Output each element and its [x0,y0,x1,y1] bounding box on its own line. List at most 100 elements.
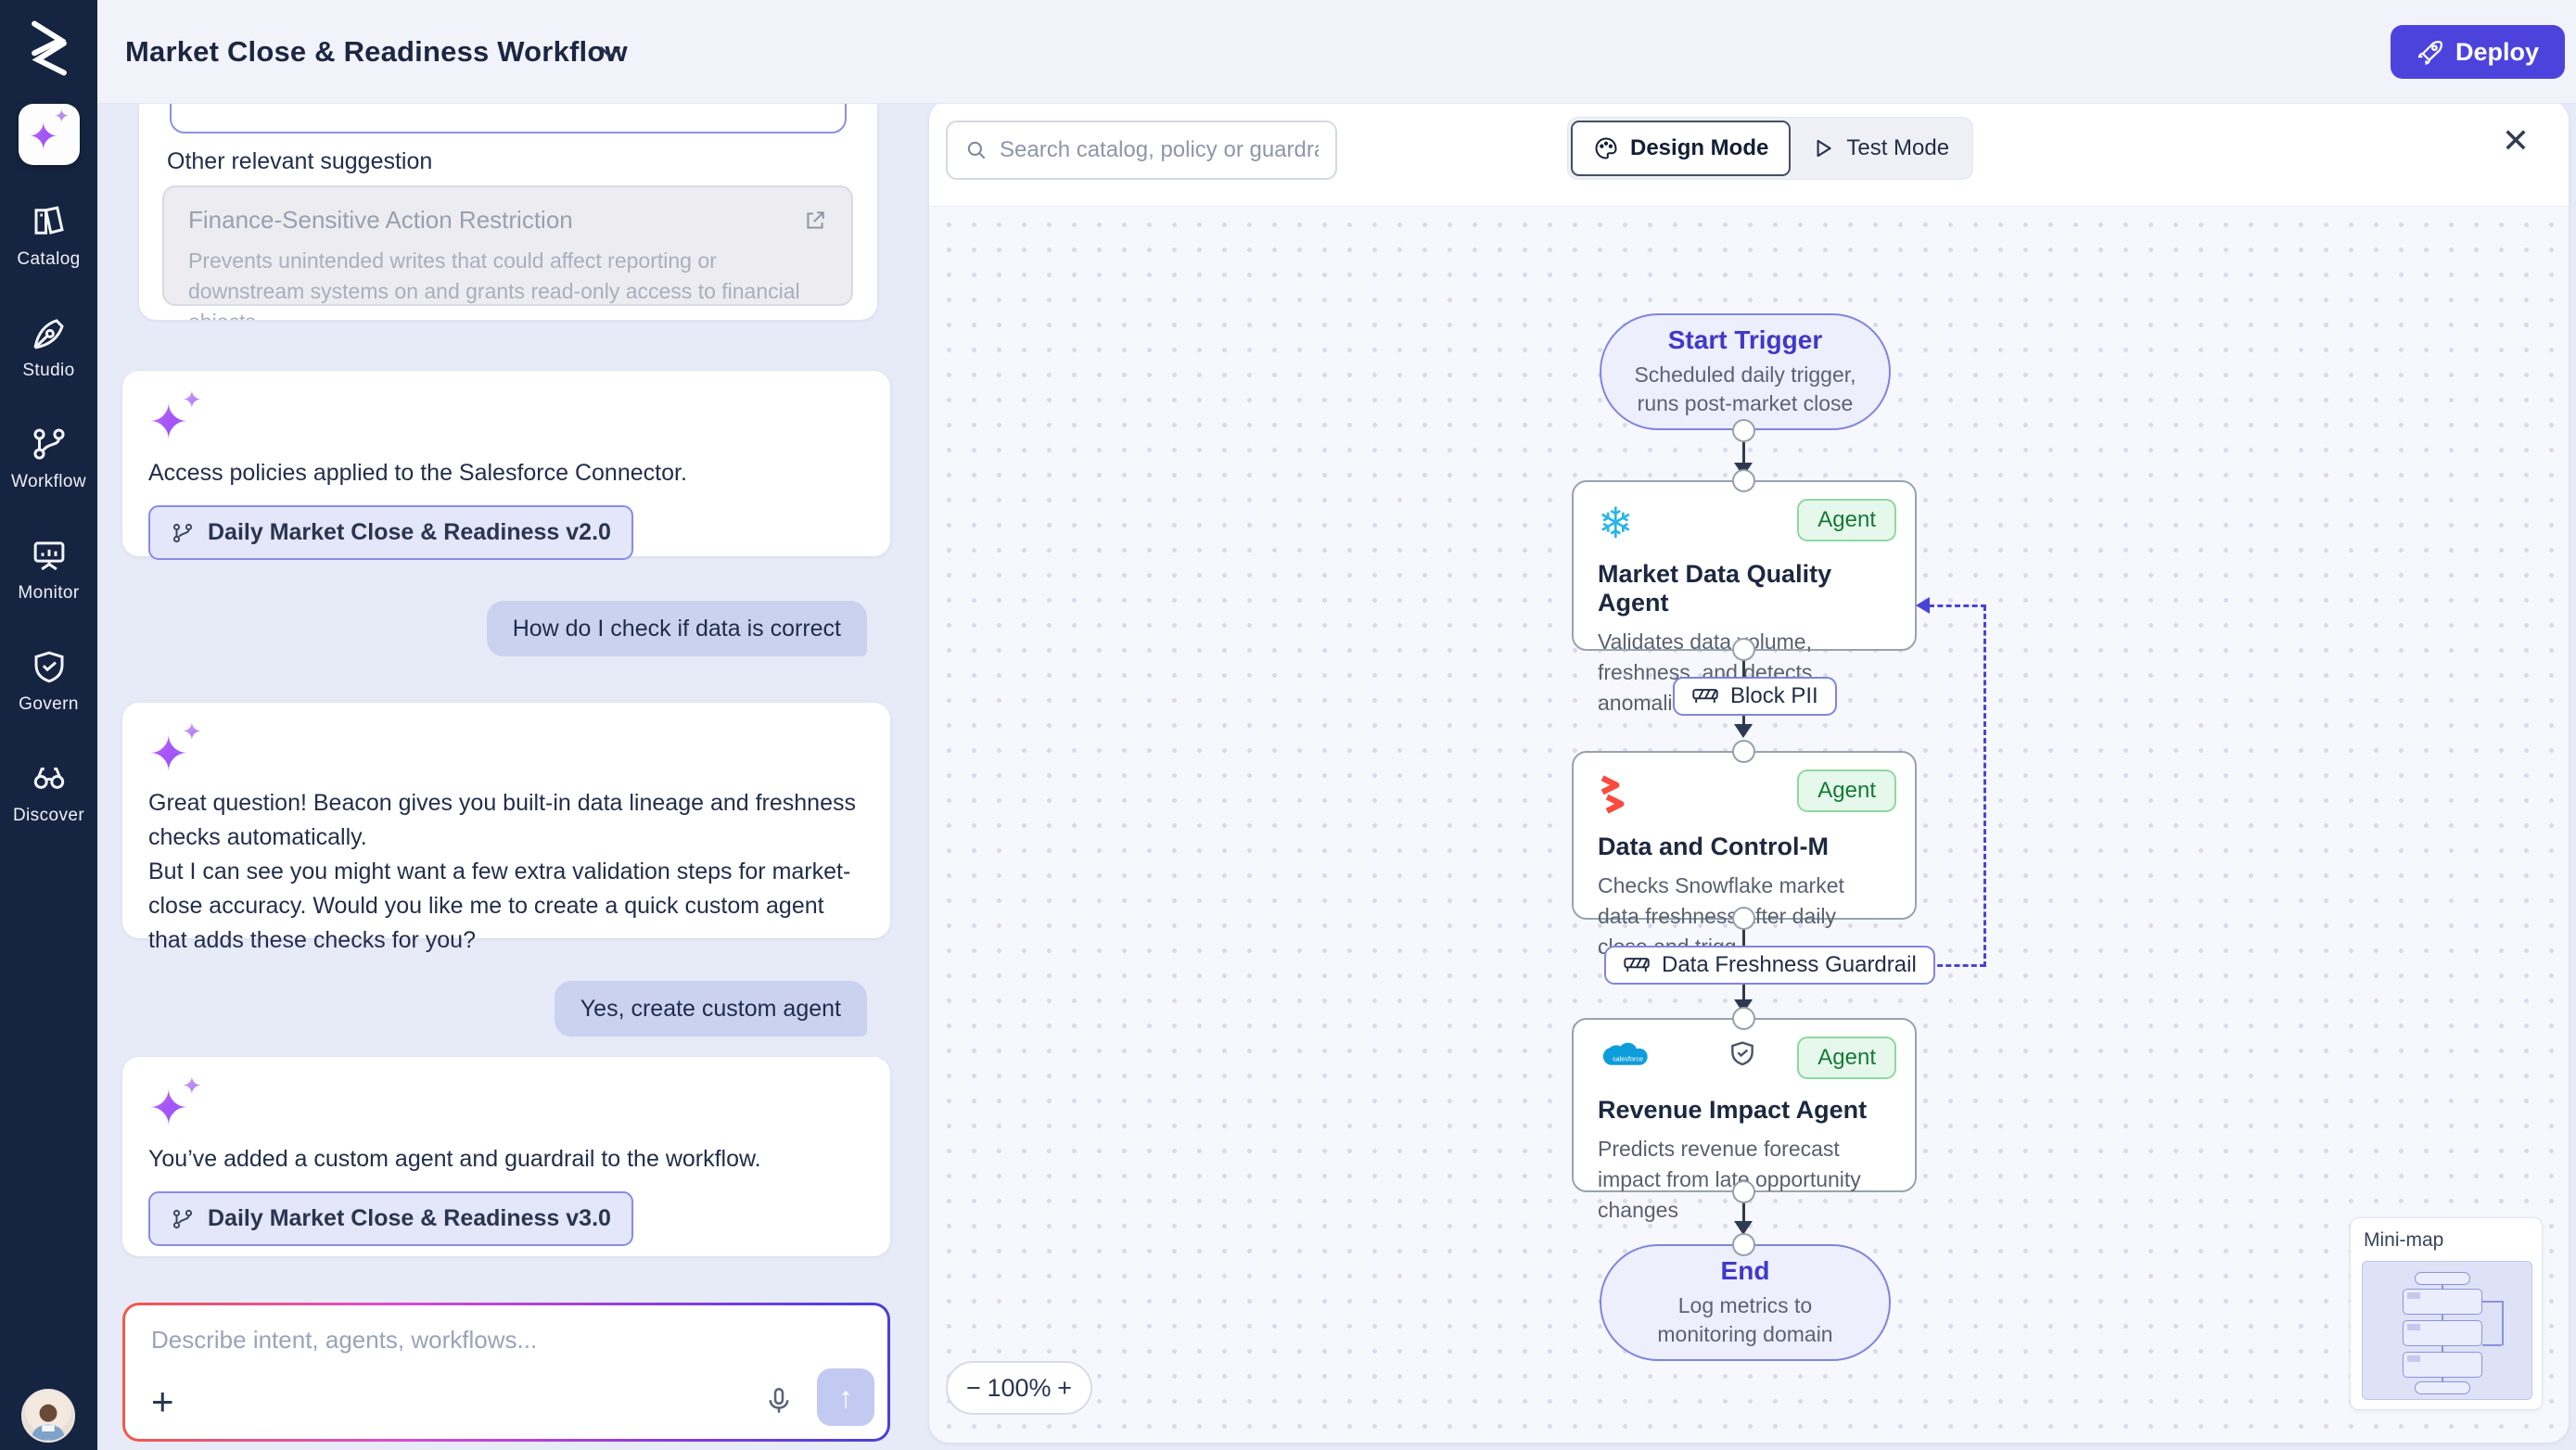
user-message: How do I check if data is correct [486,601,867,656]
external-link-icon[interactable] [803,209,827,233]
sidebar-item-discover[interactable]: Discover [0,758,97,826]
test-mode-button[interactable]: Test Mode [1791,121,1970,176]
minimap-badge [2407,1292,2420,1299]
chevron-down-icon[interactable] [598,45,622,59]
sidebar-item-studio[interactable]: Studio [0,313,97,381]
minimap-node [2403,1352,2482,1378]
user-message: Yes, create custom agent [554,981,867,1037]
sidebar: ✦ ✦ Catalog Studio Workflow Monitor [0,0,97,1450]
binoculars-icon [33,767,64,789]
node-data-and-control-m[interactable]: Agent Data and Control-M Checks Snowflak… [1572,751,1917,959]
close-canvas-button[interactable]: ✕ [2501,121,2530,159]
suggestion-description: Prevents unintended writes that could af… [188,248,800,320]
minimap: Mini-map [2350,1217,2543,1410]
port[interactable] [1732,1007,1755,1030]
port[interactable] [1732,1233,1755,1256]
node-description: Log metrics to monitoring domain [1657,1293,1833,1346]
node-start-trigger[interactable]: Start Trigger Scheduled daily trigger, r… [1600,313,1891,430]
chat-input[interactable] [151,1326,837,1355]
minimap-badge [2407,1355,2420,1362]
port[interactable] [1732,419,1755,442]
guardrail-icon [1624,958,1650,972]
node-title: Start Trigger [1667,325,1823,354]
node-title: Data and Control-M [1598,833,1829,860]
dashed-edge-horizontal [1929,604,1986,607]
port[interactable] [1732,740,1755,763]
suggestion-heading: Other relevant suggestion [167,148,433,174]
workflow-canvas-panel: Design Mode Test Mode ✕ Start Trigger Sc… [929,100,2569,1443]
bmc-control-m-logo [1600,775,1625,814]
agent-badge: Agent [1797,499,1896,541]
port[interactable] [1732,907,1755,930]
pen-icon [33,319,64,350]
sparkle-icon: ✦✦ [148,718,202,782]
sidebar-item-label: Monitor [18,583,80,603]
shield-icon [34,651,63,683]
node-title: End [1720,1256,1770,1285]
guardrail-data-freshness[interactable]: Data Freshness Guardrail [1604,946,1935,985]
deploy-button[interactable]: Deploy [2390,25,2565,79]
edge-arrowhead [1734,1221,1753,1235]
message-text: But I can see you might want a few extra… [148,859,851,953]
sparkle-icon: ✦✦ [148,1072,202,1136]
truncated-suggestion-card[interactable] [170,104,847,134]
rocket-icon [2417,41,2442,65]
minimap-viewport[interactable] [2362,1261,2532,1400]
attach-plus-button[interactable]: + [151,1380,174,1423]
sidebar-item-catalog[interactable]: Catalog [0,202,97,270]
send-button[interactable]: ↑ [817,1368,874,1426]
guardrail-label: Block PII [1730,683,1818,708]
port[interactable] [1732,1180,1755,1203]
dashed-edge-vertical [1983,605,1986,967]
zoom-level: 100% [987,1373,1052,1402]
chip-label: Daily Market Close & Readiness v2.0 [208,519,611,545]
monitor-icon [33,541,64,571]
mode-toggle: Design Mode Test Mode [1567,117,1974,180]
node-market-data-quality-agent[interactable]: ❄ Agent Market Data Quality Agent Valida… [1572,480,1917,715]
minimap-badge [2407,1324,2420,1330]
port[interactable] [1732,469,1755,492]
microphone-button[interactable] [763,1385,795,1417]
user-avatar[interactable] [21,1389,75,1443]
suggestion-card-finance[interactable]: Finance-Sensitive Action Restriction Pre… [162,185,853,320]
zoom-in-button[interactable]: + [1057,1373,1072,1402]
node-revenue-impact-agent[interactable]: salesforce Agent Revenue Impact Agent Pr… [1572,1018,1917,1222]
sidebar-item-label: Catalog [17,249,81,269]
app-logo [24,20,74,76]
minimap-label: Mini-map [2364,1229,2444,1251]
node-end[interactable]: End Log metrics to monitoring domain [1600,1244,1891,1361]
assistant-message: ✦✦ You’ve added a custom agent and guard… [122,1057,890,1256]
catalog-icon [34,206,64,235]
agent-badge: Agent [1797,1037,1896,1079]
canvas-search-input[interactable] [1000,137,1319,163]
person-photo [32,1404,65,1441]
sidebar-item-label: Studio [22,361,75,380]
guardrail-block-pii[interactable]: Block PII [1673,677,1837,716]
node-title: Market Data Quality Agent [1598,560,1832,617]
canvas-search[interactable] [946,121,1337,180]
workflow-chip-v3[interactable]: Daily Market Close & Readiness v3.0 [148,1191,633,1246]
edge [1742,1202,1745,1223]
sidebar-item-assistant[interactable]: ✦ ✦ [19,104,80,165]
assistant-message: ✦✦ Great question! Beacon gives you buil… [122,703,890,953]
sidebar-item-label: Govern [19,694,79,714]
guardrail-label: Data Freshness Guardrail [1662,952,1917,977]
sidebar-item-govern[interactable]: Govern [0,647,97,715]
minimap-node [2415,1381,2470,1394]
port[interactable] [1732,638,1755,661]
play-icon [1817,139,1831,158]
search-icon [967,141,986,159]
design-mode-label: Design Mode [1630,135,1769,160]
chat-input-container: + ↑ [122,1303,890,1442]
workflow-chip-v2[interactable]: Daily Market Close & Readiness v2.0 [148,505,633,560]
zoom-out-button[interactable]: − [966,1373,981,1402]
palette-icon [1595,137,1617,159]
sidebar-item-monitor[interactable]: Monitor [0,536,97,604]
logo-icon [32,20,67,76]
sidebar-item-label: Discover [12,806,85,825]
design-mode-button[interactable]: Design Mode [1571,121,1792,176]
workflow-icon [32,428,65,460]
page-title: Market Close & Readiness Workflow [125,35,628,68]
sidebar-item-workflow[interactable]: Workflow [0,425,97,492]
zoom-control: − 100% + [946,1361,1092,1415]
